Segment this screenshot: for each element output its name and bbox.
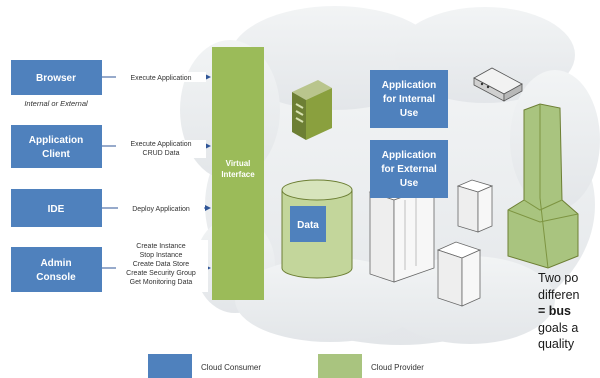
connector-label: Get Monitoring Data — [130, 279, 193, 286]
server-tower-icon — [292, 80, 332, 140]
connector-label: CRUD Data — [143, 150, 180, 157]
consumer-browser-box: Browser Internal or External — [11, 60, 102, 108]
connector-label: Create Instance — [136, 243, 186, 250]
app-external-box: Application for External Use — [370, 140, 448, 198]
connector-ide: Deploy Application — [102, 203, 211, 213]
side-text-line: differen — [538, 287, 580, 302]
legend-provider-swatch — [318, 354, 362, 378]
side-text-block: Two po differen = bus goals a quality — [538, 270, 600, 378]
connector-label: Stop Instance — [140, 252, 183, 259]
connector-label: Execute Application — [130, 75, 191, 82]
connector-app-client: Execute Application CRUD Data — [102, 140, 211, 158]
connector-admin-console: Create Instance Stop Instance Create Dat… — [102, 240, 211, 292]
app-external-line: for External — [381, 164, 437, 175]
consumer-ide-box: IDE — [11, 189, 102, 227]
side-text-line: Two po — [538, 271, 579, 285]
consumer-admin-console-box: Admin Console — [11, 247, 102, 292]
storage-cabinet-icon — [456, 179, 494, 233]
legend-consumer-swatch — [148, 354, 192, 378]
connector-label: Create Data Store — [133, 261, 190, 268]
side-text-line: goals a — [538, 320, 579, 335]
side-text-line: = bus — [538, 304, 571, 318]
app-client-label: Application — [29, 135, 83, 146]
legend-consumer-label: Cloud Consumer — [201, 363, 261, 372]
side-text-line: quality — [538, 337, 575, 351]
admin-console-label: Console — [36, 272, 76, 283]
consumer-app-client-box: Application Client — [11, 125, 102, 168]
legend-provider-label: Cloud Provider — [371, 363, 424, 372]
app-internal-box: Application for Internal Use — [370, 70, 448, 128]
virtual-interface-line: Interface — [221, 170, 255, 179]
browser-label: Browser — [36, 73, 76, 84]
mainframe-tower-icon — [507, 103, 579, 269]
storage-cabinet-icon — [436, 241, 482, 307]
connector-browser: Execute Application — [102, 72, 211, 82]
app-client-label: Client — [42, 149, 70, 160]
virtual-interface-line: Virtual — [226, 159, 251, 168]
app-external-line: Use — [400, 178, 419, 189]
app-internal-line: for Internal — [383, 94, 435, 105]
app-external-line: Application — [382, 150, 436, 161]
data-label-box — [290, 206, 326, 242]
data-label: Data — [297, 220, 319, 231]
app-internal-line: Application — [382, 80, 436, 91]
network-appliance-icon — [473, 67, 523, 102]
connector-label: Execute Application — [130, 141, 191, 148]
app-internal-line: Use — [400, 108, 419, 119]
browser-note: Internal or External — [24, 99, 88, 108]
ide-label: IDE — [48, 204, 65, 215]
connector-label: Create Security Group — [126, 270, 196, 277]
admin-console-label: Admin — [40, 258, 71, 269]
connector-label: Deploy Application — [132, 206, 190, 213]
data-store-cylinder: Data — [281, 179, 353, 279]
virtual-interface-bar: Virtual Interface — [212, 47, 264, 300]
legend: Cloud Consumer Cloud Provider — [148, 354, 424, 378]
